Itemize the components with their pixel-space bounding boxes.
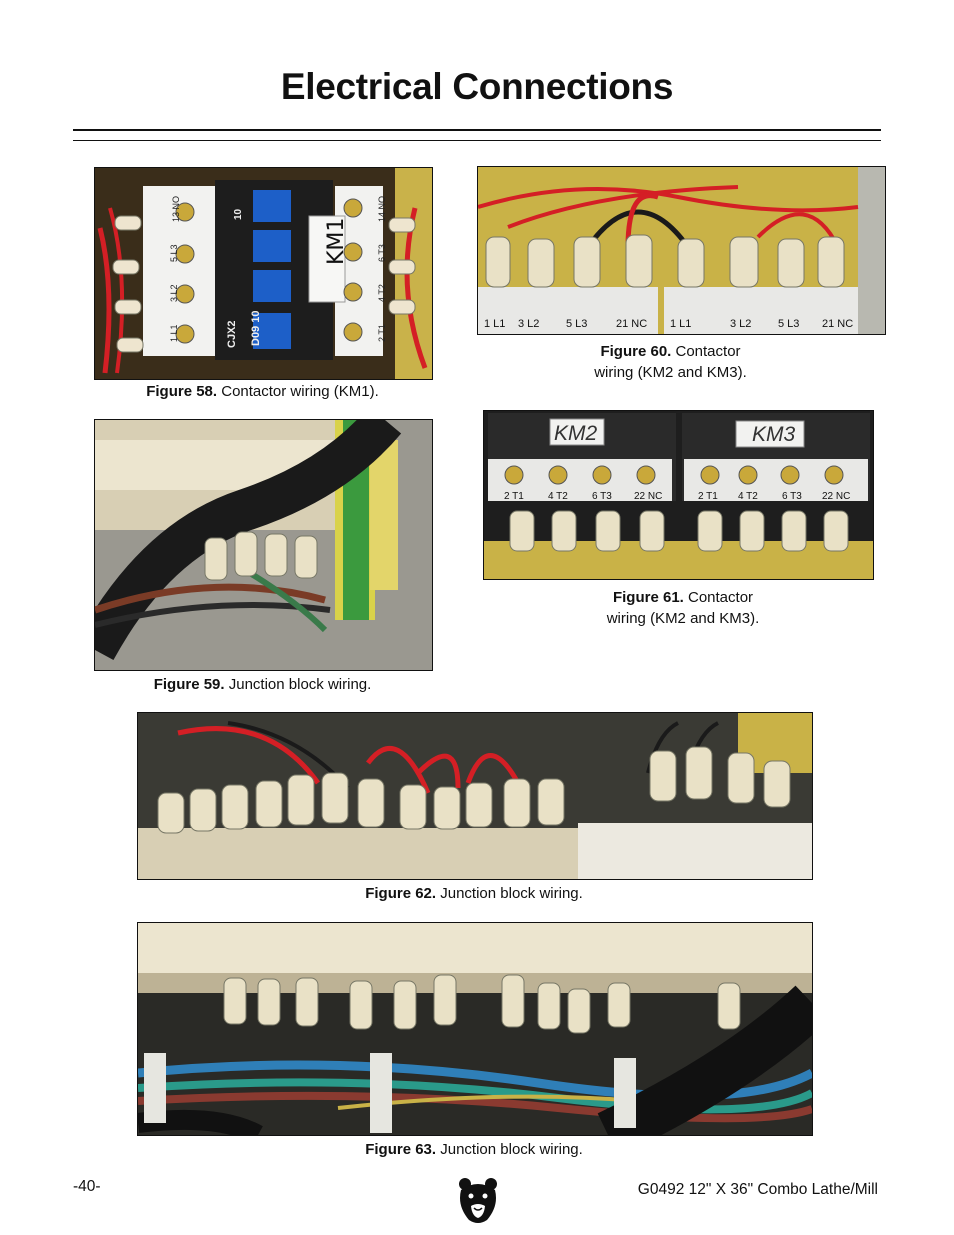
figure-59-text: Junction block wiring. [224,676,372,693]
figure-61-text-line1: Contactor [683,589,754,606]
figure-62-photo [137,712,813,880]
figure-62-caption: Figure 62. Junction block wiring. [137,883,811,904]
terminal-14-no: 14 NO [377,196,387,222]
figure-63-text: Junction block wiring. [436,1141,583,1158]
terminal-3-l2: 3 L2 [169,284,179,302]
figure-61-caption: Figure 61. Contactor wiring (KM2 and KM3… [483,587,883,629]
page-title: Electrical Connections [280,66,674,107]
contactor-rating: D09 10 [250,311,262,346]
fig61-term-5: 2 T1 [698,491,718,502]
km2-tag: KM2 [554,422,598,445]
terminal-6-t3: 6 T3 [377,244,387,262]
fig60-term-1: 1 L1 [484,318,505,330]
fig61-term-8: 22 NC [822,491,850,502]
figure-61-label: Figure 61. [612,589,684,606]
figure-63-label: Figure 63. [365,1141,437,1158]
terminal-4-t2: 4 T2 [377,284,387,302]
figure-60-caption: Figure 60. Contactor wiring (KM2 and KM3… [477,341,864,383]
fig61-term-3: 6 T3 [592,491,612,502]
fig61-term-6: 4 T2 [738,491,758,502]
fig61-term-1: 2 T1 [504,491,524,502]
figure-59-label: Figure 59. [153,676,225,693]
terminal-13-no: 13 NO [171,196,181,222]
fig60-term-7: 5 L3 [778,318,799,330]
figure-58-label: Figure 58. [146,383,218,400]
fig60-term-8: 21 NC [822,318,853,330]
fig60-term-6: 3 L2 [730,318,751,330]
fig60-term-4: 21 NC [616,318,647,330]
figure-63-photo [137,922,813,1136]
figure-62-label: Figure 62. [365,885,437,902]
km3-tag: KM3 [752,423,796,446]
figure-58-text: Contactor wiring (KM1). [217,383,379,400]
footer-model: G0492 12" X 36" Combo Lathe/Mill [637,1181,878,1198]
grizzly-bear-logo-icon [457,1176,499,1224]
figure-59-photo [94,419,433,671]
figure-60-text-line1: Contactor [671,343,741,360]
fig61-term-2: 4 T2 [548,491,568,502]
page-number: -40- [73,1178,101,1195]
title-rule-thick [73,129,881,131]
figure-58-caption: Figure 58. Contactor wiring (KM1). [94,381,431,402]
figure-58-photo: KM1 10 CJX2 D09 10 13 NO 14 NO 5 L3 3 L2… [94,167,433,380]
figure-60-text-line2: wiring (KM2 and KM3). [594,364,747,381]
figure-59-caption: Figure 59. Junction block wiring. [94,674,431,695]
figure-61-text-line2: wiring (KM2 and KM3). [606,610,760,627]
figure-60-photo: 1 L1 3 L2 5 L3 21 NC 1 L1 3 L2 5 L3 21 N… [477,166,886,335]
figure-62-text: Junction block wiring. [436,885,583,902]
terminal-5-l3: 5 L3 [169,244,179,262]
fig60-term-5: 1 L1 [670,318,691,330]
figure-60-label: Figure 60. [600,343,672,360]
fig60-term-3: 5 L3 [566,318,587,330]
terminal-1-l1: 1 L1 [169,324,179,342]
figure-61-photo: KM2 KM3 2 T1 4 T2 6 T3 22 NC 2 T1 4 T2 6… [483,410,874,580]
km1-tag: KM1 [324,218,349,265]
fig61-term-4: 22 NC [634,491,662,502]
fig60-term-2: 3 L2 [518,318,539,330]
figure-63-caption: Figure 63. Junction block wiring. [137,1139,811,1160]
contactor-model: CJX2 [226,320,238,348]
fig61-term-7: 6 T3 [782,491,802,502]
contactor-top-label: 10 [233,208,244,220]
title-rule-thin [73,140,881,141]
terminal-2-t1: 2 T1 [377,324,387,342]
